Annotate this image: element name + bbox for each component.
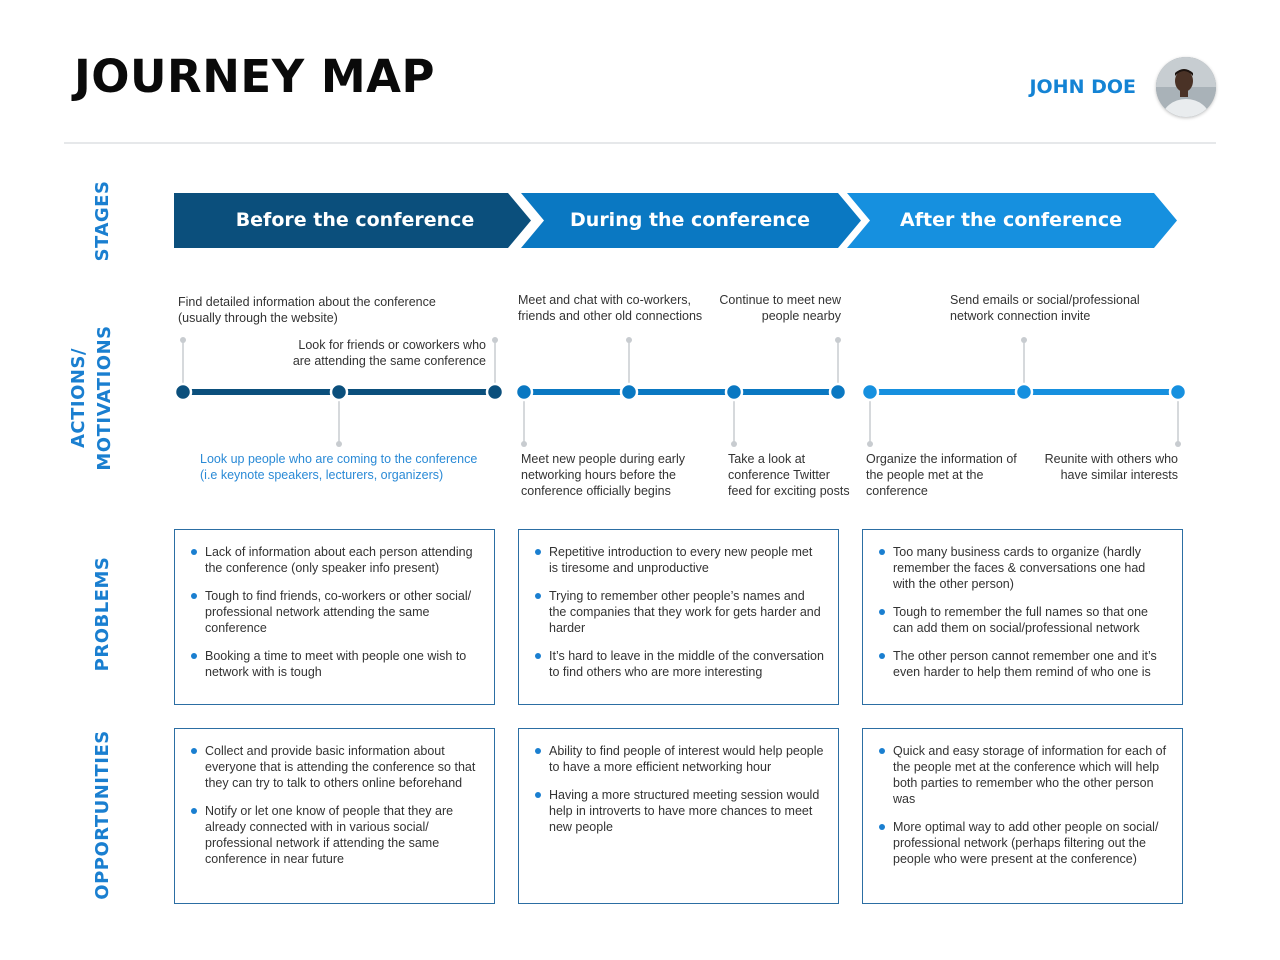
timeline	[173, 337, 1188, 447]
list-item: Having a more structured meeting session…	[533, 787, 824, 835]
problems-box-after: Too many business cards to organize (har…	[862, 529, 1183, 705]
list-item: The other person cannot remember one and…	[877, 648, 1168, 680]
stage-label-after: After the conference	[900, 209, 1122, 231]
action-before-3: Look up people who are coming to the con…	[200, 452, 478, 482]
action-during-1: Meet and chat with co-workers, friends a…	[518, 293, 703, 323]
stage-label-during: During the conference	[570, 209, 810, 231]
stage-chevron-during	[521, 193, 861, 248]
opportunities-box-before: Collect and provide basic information ab…	[174, 728, 495, 904]
list-item: Quick and easy storage of information fo…	[877, 743, 1168, 807]
timeline-node	[724, 382, 744, 402]
row-label-problems: PROBLEMS	[92, 556, 113, 672]
action-during-3: Meet new people during early networking …	[521, 452, 685, 498]
list-item: Lack of information about each person at…	[189, 544, 480, 576]
page-title: JOURNEY MAP	[74, 50, 435, 103]
header-divider	[64, 142, 1216, 144]
user-name: JOHN DOE	[1029, 76, 1136, 98]
list-item: Ability to find people of interest would…	[533, 743, 824, 775]
action-before-2: Look for friends or coworkers who are at…	[292, 338, 486, 368]
action-after-1: Send emails or social/professional netwo…	[950, 293, 1140, 323]
list-item: It’s hard to leave in the middle of the …	[533, 648, 824, 680]
action-before-1: Find detailed information about the conf…	[178, 295, 436, 325]
action-during-4: Take a look at conference Twitter feed f…	[728, 452, 850, 498]
list-item: More optimal way to add other people on …	[877, 819, 1168, 867]
opportunities-box-during: Ability to find people of interest would…	[518, 728, 839, 904]
problems-box-during: Repetitive introduction to every new peo…	[518, 529, 839, 705]
action-after-3: Reunite with others who have similar int…	[1044, 452, 1178, 482]
list-item: Trying to remember other people’s names …	[533, 588, 824, 636]
timeline-node	[514, 382, 534, 402]
list-item: Collect and provide basic information ab…	[189, 743, 480, 791]
timeline-node	[173, 382, 193, 402]
list-item: Tough to remember the full names so that…	[877, 604, 1168, 636]
list-item: Notify or let one know of people that th…	[189, 803, 480, 867]
row-label-opportunities: OPPORTUNITIES	[92, 730, 113, 900]
list-item: Repetitive introduction to every new peo…	[533, 544, 824, 576]
action-during-2: Continue to meet new people nearby	[719, 293, 841, 323]
action-after-2: Organize the information of the people m…	[866, 452, 1017, 498]
timeline-node	[860, 382, 880, 402]
list-item: Tough to find friends, co-workers or oth…	[189, 588, 480, 636]
timeline-node	[329, 382, 349, 402]
stage-chevron-after	[847, 193, 1177, 248]
stage-chevrons	[174, 193, 1177, 248]
stage-chevron-before	[174, 193, 531, 248]
problems-box-before: Lack of information about each person at…	[174, 529, 495, 705]
timeline-node	[828, 382, 848, 402]
timeline-node	[1168, 382, 1188, 402]
opportunities-box-after: Quick and easy storage of information fo…	[862, 728, 1183, 904]
list-item: Too many business cards to organize (har…	[877, 544, 1168, 592]
timeline-node	[619, 382, 639, 402]
timeline-node	[1014, 382, 1034, 402]
list-item: Booking a time to meet with people one w…	[189, 648, 480, 680]
stage-label-before: Before the conference	[235, 209, 475, 231]
timeline-node	[485, 382, 505, 402]
